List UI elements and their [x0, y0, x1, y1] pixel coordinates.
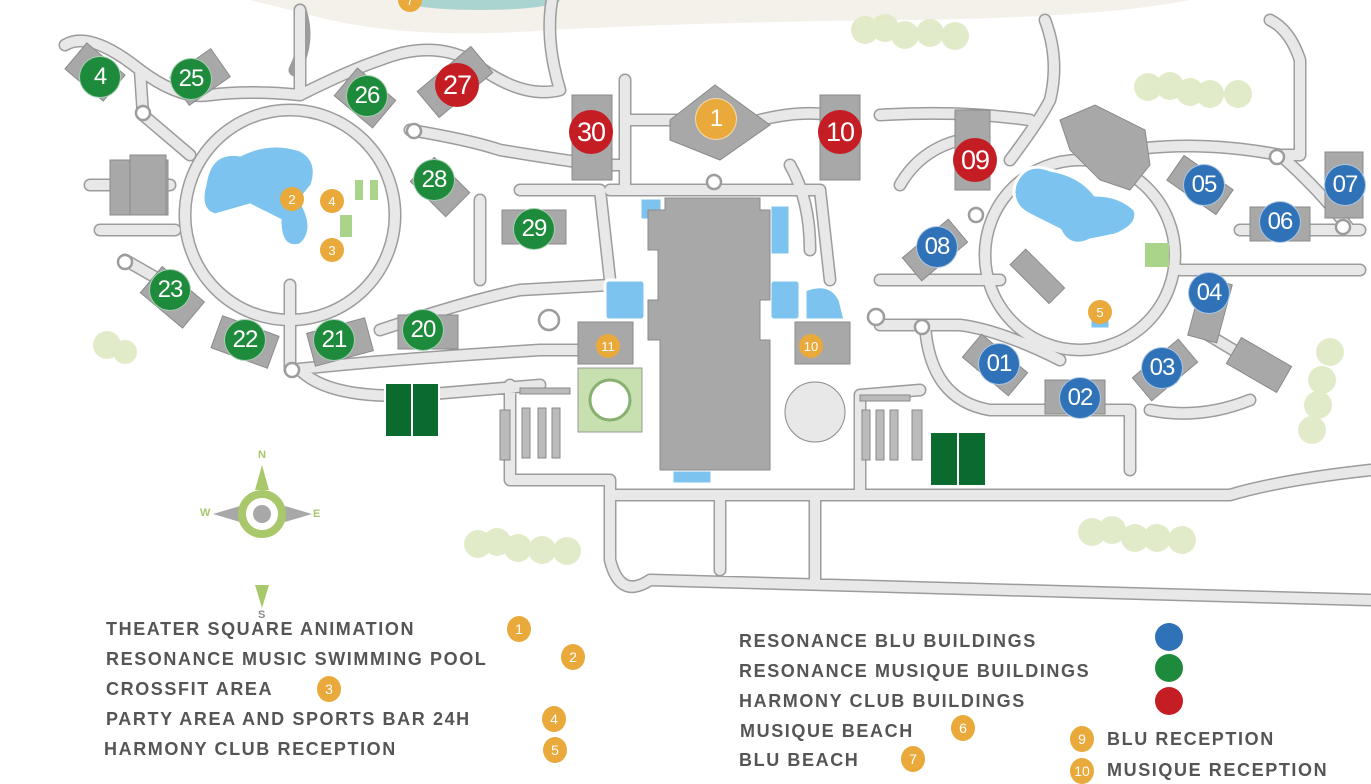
building-marker[interactable]: 4	[79, 56, 121, 98]
amenity-marker[interactable]: 5	[1088, 300, 1112, 324]
building-marker[interactable]: 25	[170, 58, 212, 100]
compass-rose	[213, 465, 312, 608]
building-marker[interactable]: 22	[224, 319, 266, 361]
building-marker[interactable]: 23	[149, 269, 191, 311]
legend-label: HARMONY CLUB BUILDINGS	[739, 691, 1026, 711]
building-marker[interactable]: 03	[1141, 347, 1183, 389]
legend-label: BLU RECEPTION	[1107, 729, 1275, 749]
trees	[93, 14, 1344, 565]
amenity-marker[interactable]: 11	[596, 334, 620, 358]
amenity-marker[interactable]: 2	[280, 187, 304, 211]
building-marker[interactable]: 10	[818, 110, 862, 154]
building-marker[interactable]: 09	[953, 138, 997, 182]
legend-label: BLU BEACH	[739, 750, 860, 770]
legend-number: 4	[542, 706, 566, 732]
building-marker[interactable]: 27	[435, 63, 479, 107]
amenity-marker[interactable]: 3	[320, 238, 344, 262]
building-marker[interactable]: 30	[569, 110, 613, 154]
legend-color-blue	[1155, 623, 1183, 651]
legend-color-red	[1155, 687, 1183, 715]
building-marker[interactable]: 21	[313, 319, 355, 361]
amphitheaters	[499, 387, 923, 461]
building-marker[interactable]: 28	[413, 159, 455, 201]
building-marker[interactable]: 20	[402, 309, 444, 351]
legend-number: 7	[901, 746, 925, 772]
building-marker[interactable]: 26	[346, 75, 388, 117]
legend-label: CROSSFIT AREA	[106, 679, 274, 699]
compass-n: N	[258, 449, 266, 461]
tennis-courts	[340, 180, 1169, 487]
legend-number: 3	[317, 676, 341, 702]
building-marker[interactable]: 08	[916, 226, 958, 268]
legend-label: RESONANCE MUSIQUE BUILDINGS	[739, 661, 1091, 681]
amenity-marker[interactable]: 1	[695, 98, 737, 140]
building-marker[interactable]: 06	[1259, 201, 1301, 243]
legend-number: 5	[543, 737, 567, 763]
sea-area	[400, 0, 560, 10]
legend-number: 6	[951, 715, 975, 741]
legend-label: PARTY AREA AND SPORTS BAR 24H	[106, 709, 471, 729]
building-marker[interactable]: 07	[1324, 164, 1366, 206]
legend-color-green	[1155, 654, 1183, 682]
compass-w: W	[200, 507, 211, 519]
compass-s: S	[258, 609, 266, 621]
legend-number: 10	[1070, 758, 1094, 784]
main-hotel-building	[647, 197, 771, 471]
legend-number: 2	[561, 644, 585, 670]
building-marker[interactable]: 05	[1183, 164, 1225, 206]
building-marker[interactable]: 29	[513, 208, 555, 250]
legend-label: HARMONY CLUB RECEPTION	[104, 739, 397, 759]
compass-e: E	[313, 508, 321, 520]
amenity-marker[interactable]: 7	[398, 0, 422, 12]
legend-label: RESONANCE BLU BUILDINGS	[739, 631, 1037, 651]
legend-number: 9	[1070, 726, 1094, 752]
building-marker[interactable]: 04	[1188, 272, 1230, 314]
legend-label: RESONANCE MUSIC SWIMMING POOL	[106, 649, 488, 669]
amenity-marker[interactable]: 10	[799, 334, 823, 358]
legend-label: MUSIQUE BEACH	[740, 721, 914, 741]
building-marker[interactable]: 02	[1059, 377, 1101, 419]
building-marker[interactable]: 01	[978, 343, 1020, 385]
legend-label: THEATER SQUARE ANIMATION	[106, 619, 416, 639]
legend-number: 1	[507, 616, 531, 642]
amenity-marker[interactable]: 4	[320, 189, 344, 213]
